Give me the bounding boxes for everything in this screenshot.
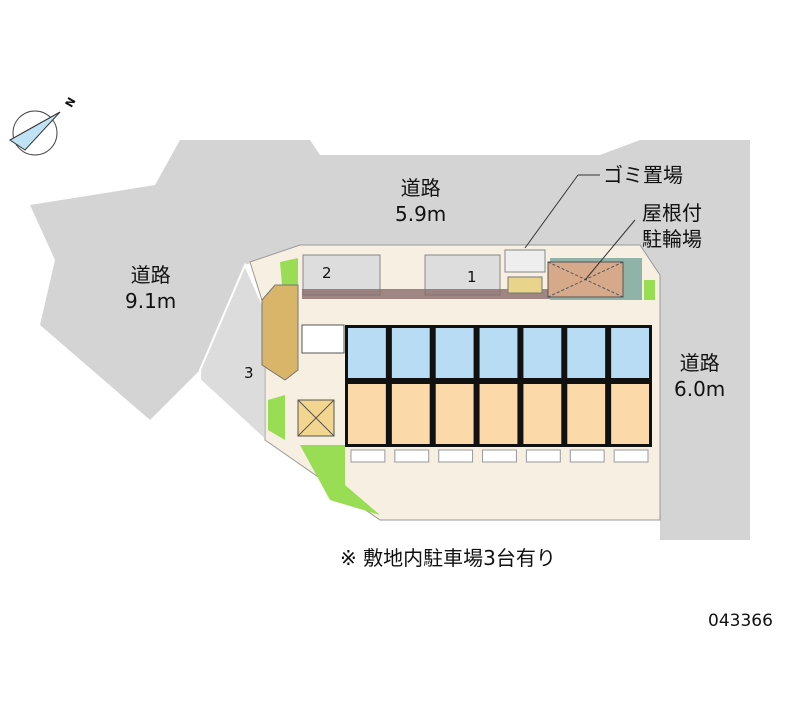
stairs: [301, 324, 345, 354]
green-area: [300, 445, 380, 515]
unit-wet-area: [611, 328, 649, 378]
unit-room: [435, 384, 474, 444]
unit-balcony: [569, 449, 605, 463]
north-arrow-icon: [9, 110, 61, 156]
green-area: [280, 258, 298, 285]
unit-balcony: [482, 449, 517, 463]
parking-number-3: 3: [244, 364, 254, 382]
leader-line: [524, 174, 579, 249]
unit-balcony: [394, 449, 430, 463]
property-code: 043366: [708, 611, 773, 631]
garbage-label: ゴミ置場: [603, 163, 683, 187]
unit-wet-area: [435, 328, 474, 378]
brick-path: [261, 284, 299, 381]
unit-room: [348, 384, 386, 444]
green-area: [644, 280, 655, 300]
unit-balcony: [525, 449, 561, 463]
apartment-building: [345, 325, 652, 463]
unit-room: [523, 384, 562, 444]
road-area: [30, 140, 750, 540]
unit-room: [611, 384, 649, 444]
unit-wet-area: [348, 328, 386, 378]
unit-balcony: [350, 449, 386, 463]
unit-wet-area: [479, 328, 518, 378]
unit-room: [479, 384, 518, 444]
walkway: [302, 289, 642, 299]
unit-room: [391, 384, 430, 444]
parking-space-2: [302, 254, 381, 296]
garbage-area: [504, 249, 546, 273]
unit-balcony: [613, 449, 649, 463]
unit-wet-area: [523, 328, 562, 378]
garbage-bins: [507, 276, 543, 294]
unit-wet-area: [391, 328, 430, 378]
leader-line: [584, 219, 636, 281]
unit-wet-area: [567, 328, 606, 378]
unit-room: [567, 384, 606, 444]
parking-number-1: 1: [467, 268, 477, 286]
parking-number-2: 2: [322, 264, 332, 282]
unit-balcony: [438, 449, 474, 463]
bicycle-label: 屋根付駐輪場: [642, 201, 702, 251]
parking-space-1: [424, 254, 501, 296]
parking-note: ※ 敷地内駐車場3台有り: [340, 546, 556, 570]
green-area: [268, 395, 285, 440]
